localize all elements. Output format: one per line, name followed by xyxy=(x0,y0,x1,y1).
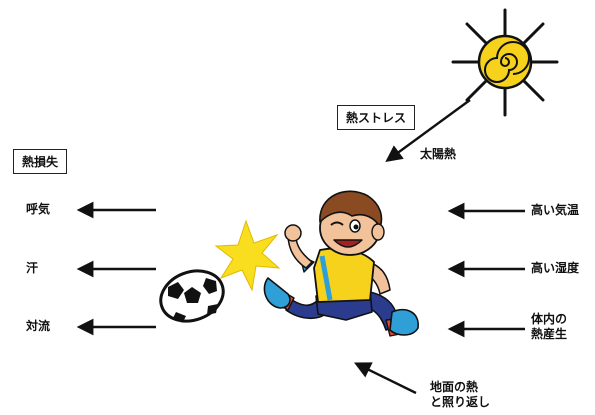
solar-heat-label: 太陽熱 xyxy=(420,147,457,161)
body-heat-production-label: 体内の 熱産生 xyxy=(531,312,568,341)
soccer-ball-icon xyxy=(159,269,225,323)
heat-loss-label: 熱損失 xyxy=(22,155,59,169)
heat-stress-box: 熱ストレス xyxy=(337,105,416,130)
high-temperature-label: 高い気温 xyxy=(531,203,580,217)
heat-loss-box: 熱損失 xyxy=(13,149,68,174)
impact-star-icon xyxy=(214,219,281,292)
exhale-label: 呼気 xyxy=(26,202,51,216)
heat-stress-label: 熱ストレス xyxy=(346,111,407,125)
soccer-boy-figure xyxy=(263,190,419,337)
sweat-label: 汗 xyxy=(26,261,39,275)
solar-heat-arrow xyxy=(385,99,471,162)
ground-heat-arrow xyxy=(353,362,417,395)
sun-icon xyxy=(451,8,559,117)
high-humidity-label: 高い湿度 xyxy=(531,261,580,275)
ground-heat-label: 地面の熱 と照り返し xyxy=(430,380,491,409)
convection-label: 対流 xyxy=(26,319,51,333)
